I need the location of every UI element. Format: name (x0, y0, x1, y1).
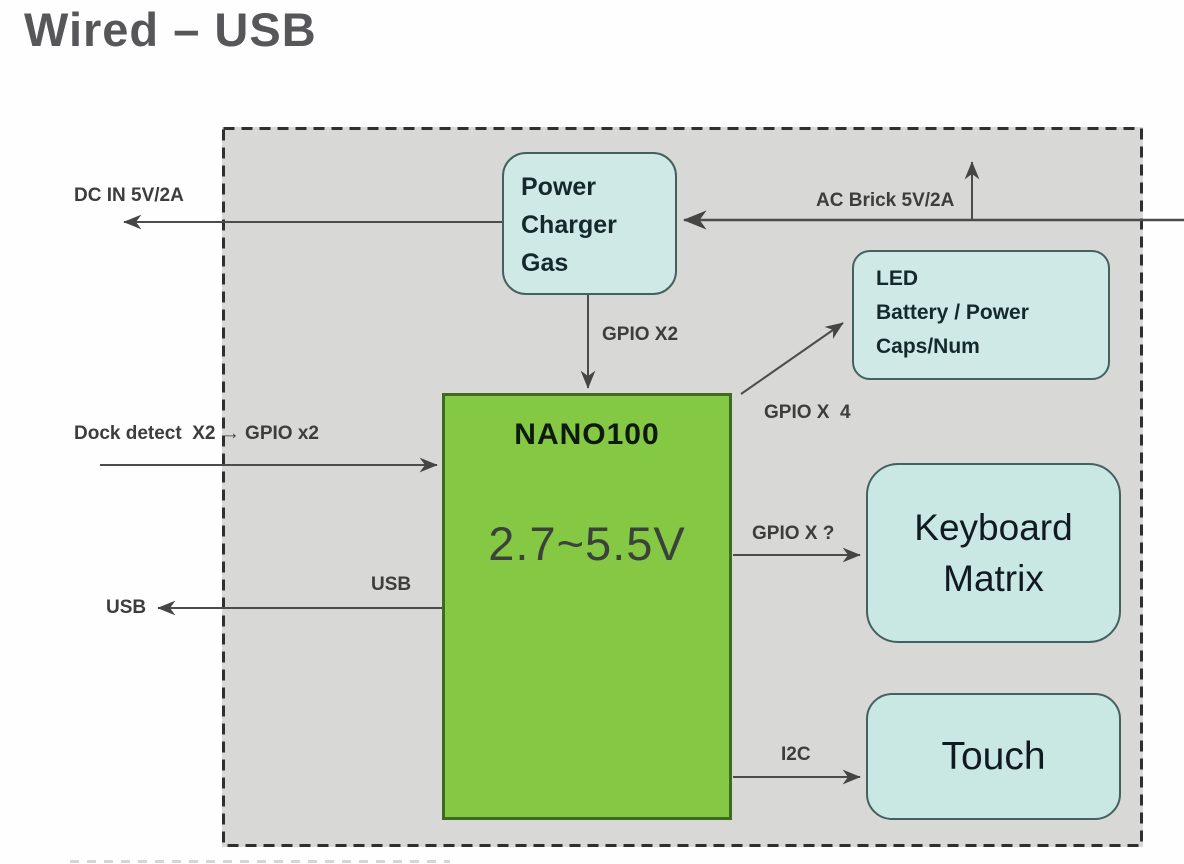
power-charger-line: Charger (521, 211, 617, 239)
led-indicators-box: LED Battery / Power Caps/Num (852, 250, 1110, 380)
label-i2c: I2C (781, 744, 811, 765)
label-dc-in: DC IN 5V/2A (74, 185, 184, 206)
led-line: Battery / Power (876, 301, 1029, 324)
power-charger-box: Power Charger Gas (502, 152, 677, 295)
keyboard-matrix-line: Keyboard (914, 507, 1073, 548)
power-charger-line: Power (521, 173, 597, 201)
label-usb-outer: USB (106, 597, 147, 618)
power-charger-line: Gas (521, 249, 569, 277)
nano100-voltage-range: 2.7~5.5V (488, 517, 686, 570)
cropped-edge-artifact (70, 860, 450, 863)
label-gpio-x4: GPIO X 4 (764, 402, 851, 423)
system-boundary-dashed-border (222, 127, 1143, 847)
nano100-mcu-box: NANO100 2.7~5.5V (442, 393, 732, 820)
arrow-gpio-x4-nano-to-led (740, 322, 844, 395)
led-line: Caps/Num (876, 335, 980, 358)
label-ac-brick: AC Brick 5V/2A (816, 190, 955, 211)
touch-box: Touch (866, 693, 1121, 820)
label-dock-detect: Dock detect X2 → GPIO x2 (74, 423, 319, 444)
page-title: Wired – USB (24, 3, 317, 56)
keyboard-matrix-line: Matrix (943, 558, 1044, 599)
keyboard-matrix-box: Keyboard Matrix (866, 463, 1121, 643)
touch-label: Touch (941, 734, 1046, 778)
label-gpio-x2: GPIO X2 (602, 324, 679, 345)
label-usb-inner: USB (371, 574, 412, 595)
label-gpio-x-q: GPIO X ? (752, 523, 835, 544)
nano100-name: NANO100 (514, 418, 660, 451)
led-line: LED (876, 267, 918, 290)
